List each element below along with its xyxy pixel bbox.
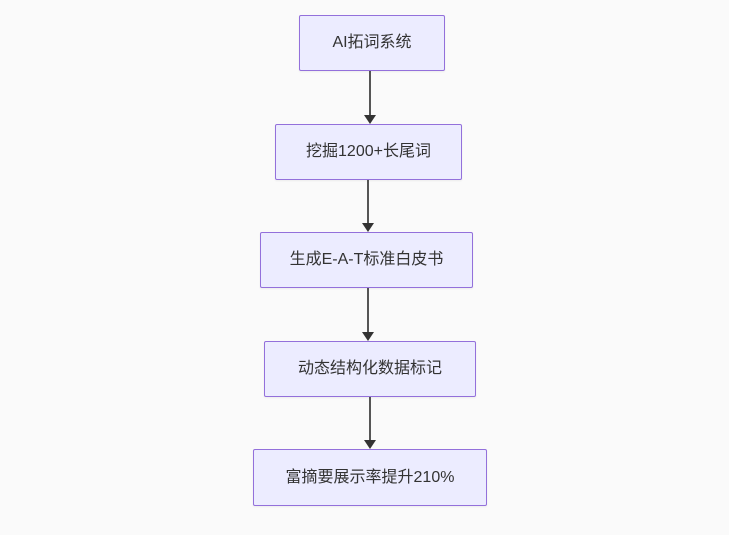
flow-node-eat-whitepaper: 生成E-A-T标准白皮书 [260,232,473,288]
flow-edge-n1-n2 [364,71,376,124]
flow-node-longtail-mining: 挖掘1200+长尾词 [275,124,462,180]
flow-edge-n2-n3 [362,180,374,232]
flow-node-rich-snippet-uplift-label: 富摘要展示率提升210% [285,468,455,486]
flow-node-structured-data-markup-label: 动态结构化数据标记 [297,360,442,378]
flow-node-longtail-mining-label: 挖掘1200+长尾词 [306,143,431,161]
flow-node-rich-snippet-uplift: 富摘要展示率提升210% [253,449,487,506]
flow-edge-n4-n5 [364,397,376,449]
flow-edge-n3-n4 [362,288,374,341]
flow-node-ai-keyword-system-label: AI拓词系统 [332,34,412,52]
flow-node-ai-keyword-system: AI拓词系统 [299,15,445,71]
flow-node-eat-whitepaper-label: 生成E-A-T标准白皮书 [289,251,444,269]
flow-node-structured-data-markup: 动态结构化数据标记 [264,341,476,397]
